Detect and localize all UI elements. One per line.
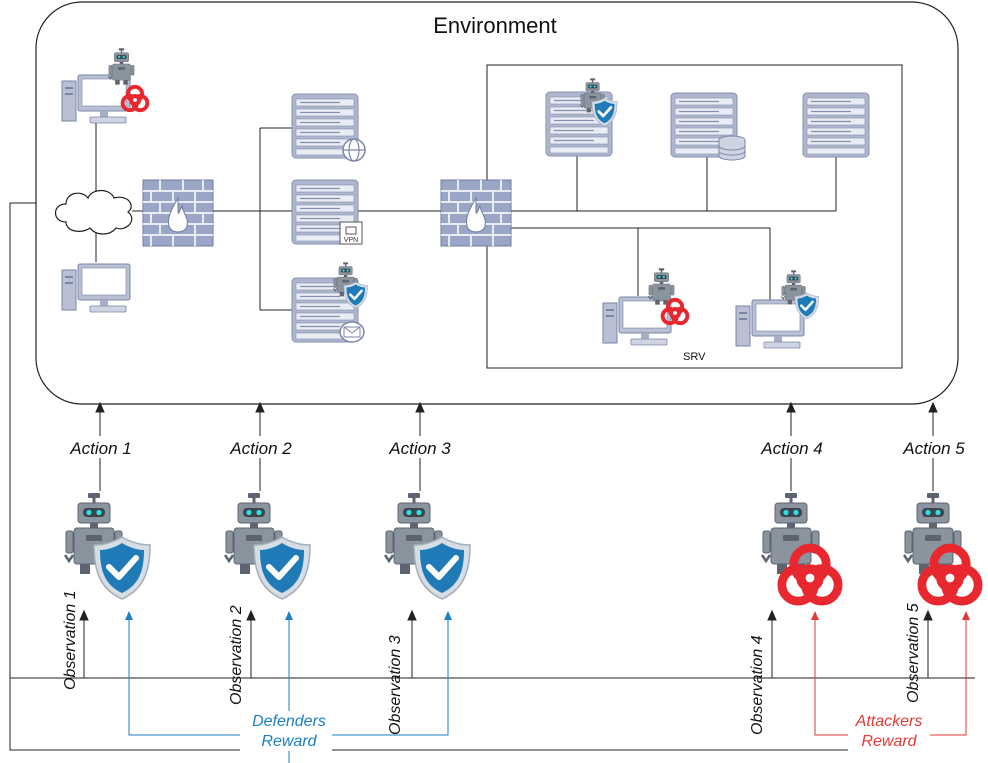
observation-labels: Observation 1 Observation 2 Observation … <box>62 590 922 735</box>
defenders-reward-arrowheads <box>125 611 452 620</box>
network-links <box>95 122 837 311</box>
shield-icon <box>254 537 310 599</box>
action-3-label: Action 3 <box>388 439 451 458</box>
action-1-label: Action 1 <box>69 439 131 458</box>
defenders-reward-line2: Reward <box>261 733 317 750</box>
action-5-label: Action 5 <box>902 439 965 458</box>
defender-agent-2 <box>223 491 310 599</box>
action-labels: Action 1 Action 2 Action 3 Action 4 Acti… <box>64 436 971 458</box>
action-4-label: Action 4 <box>760 439 822 458</box>
cloud-icon <box>54 189 133 235</box>
observation-arrows <box>79 609 933 678</box>
server-icon <box>802 92 870 158</box>
observation-3-label: Observation 3 <box>387 635 404 735</box>
mail-icon <box>339 321 365 343</box>
observation-5-label: Observation 5 <box>905 603 922 703</box>
srv-label: SRV <box>683 351 706 363</box>
shield-icon <box>414 537 470 599</box>
globe-icon <box>342 138 366 162</box>
database-icon <box>718 135 746 161</box>
defenders-reward-line1: Defenders <box>252 713 326 730</box>
firewall-icon <box>142 179 214 247</box>
observation-4-label: Observation 4 <box>749 635 766 735</box>
vpn-label: VPN <box>344 237 358 244</box>
attacker-agent-4 <box>760 491 838 601</box>
defender-agent-1 <box>63 491 150 599</box>
attackers-reward-arrowheads <box>811 611 970 620</box>
observation-2-label: Observation 2 <box>228 605 245 705</box>
attackers-reward-line2: Reward <box>861 733 917 750</box>
firewall-icon <box>440 179 512 247</box>
defender-agent-3 <box>383 491 470 599</box>
observation-1-label: Observation 1 <box>62 590 79 690</box>
attackers-reward-line1: Attackers <box>855 713 923 730</box>
action-2-label: Action 2 <box>229 439 292 458</box>
attacker-agent-5 <box>902 491 978 601</box>
environment-title: Environment <box>433 13 557 38</box>
shield-icon <box>94 537 150 599</box>
vpn-icon: VPN <box>339 221 363 245</box>
